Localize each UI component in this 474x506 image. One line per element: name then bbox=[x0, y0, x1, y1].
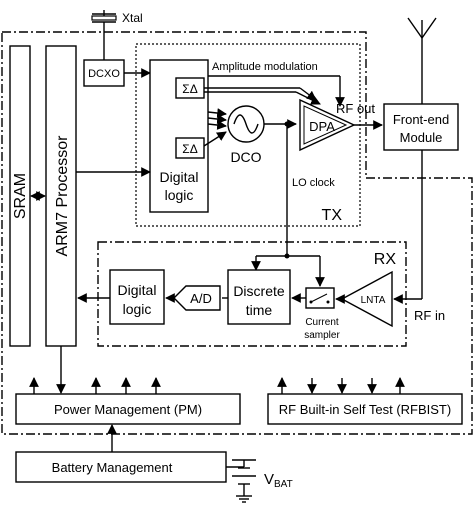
chip-boundary bbox=[1, 31, 473, 435]
power-management-block bbox=[15, 393, 241, 425]
ad-converter bbox=[173, 285, 221, 311]
dpa-label: DPA bbox=[309, 119, 335, 134]
dcxo-block bbox=[83, 59, 125, 87]
rx-digital-logic-label-1: Digital bbox=[118, 282, 157, 298]
rf-out-label: RF out bbox=[336, 101, 375, 116]
power-management-label: Power Management (PM) bbox=[54, 402, 202, 417]
lnta-amplifier bbox=[340, 270, 393, 328]
front-end-label-2: Module bbox=[400, 130, 443, 145]
front-end-label-1: Front-end bbox=[393, 112, 449, 127]
front-end-module-block bbox=[383, 103, 459, 151]
sigma-delta-lower-label: ΣΔ bbox=[182, 142, 197, 156]
rfbist-label: RF Built-in Self Test (RFBIST) bbox=[279, 402, 451, 417]
tx-digital-logic-label-2: logic bbox=[165, 187, 194, 203]
battery-management-label: Battery Management bbox=[52, 460, 173, 475]
discrete-time-label-2: time bbox=[246, 302, 273, 318]
rfbist-block bbox=[267, 393, 463, 425]
current-sampler-label-1: Current bbox=[305, 317, 339, 328]
sram-block bbox=[9, 45, 31, 347]
battery-icon bbox=[226, 459, 256, 503]
sigma-delta-upper-label: ΣΔ bbox=[182, 82, 197, 96]
battery-management-block bbox=[15, 451, 227, 483]
discrete-time-label-1: Discrete bbox=[233, 283, 285, 299]
ad-label: A/D bbox=[190, 291, 212, 306]
xtal-label: Xtal bbox=[122, 11, 143, 25]
lo-clock-label: LO clock bbox=[292, 177, 335, 189]
sine-wave-icon bbox=[233, 114, 259, 134]
crystal-icon bbox=[91, 10, 117, 60]
rx-digital-logic-label-2: logic bbox=[123, 301, 152, 317]
current-sampler-label-2: sampler bbox=[304, 330, 340, 341]
amplitude-modulation-label: Amplitude modulation bbox=[212, 61, 318, 73]
vbat-label: VBAT bbox=[264, 471, 293, 490]
dcxo-label: DCXO bbox=[88, 68, 120, 80]
lnta-label: LNTA bbox=[361, 295, 386, 306]
rx-region bbox=[97, 241, 407, 347]
rx-digital-logic-block bbox=[109, 269, 165, 325]
tx-digital-logic-label-1: Digital bbox=[160, 169, 199, 185]
arm7-processor-block bbox=[45, 45, 77, 347]
discrete-time-block bbox=[227, 269, 291, 325]
sigma-delta-lower-block bbox=[175, 137, 205, 159]
tx-region bbox=[135, 43, 361, 227]
dpa-amplifier bbox=[299, 98, 356, 152]
tx-label: TX bbox=[322, 207, 343, 224]
dco-label: DCO bbox=[230, 149, 261, 165]
arm7-label: ARM7 Processor bbox=[54, 135, 71, 257]
rx-label: RX bbox=[374, 251, 397, 268]
antenna-icon bbox=[407, 17, 437, 104]
sram-label: SRAM bbox=[12, 173, 29, 219]
rf-in-label: RF in bbox=[414, 308, 445, 323]
